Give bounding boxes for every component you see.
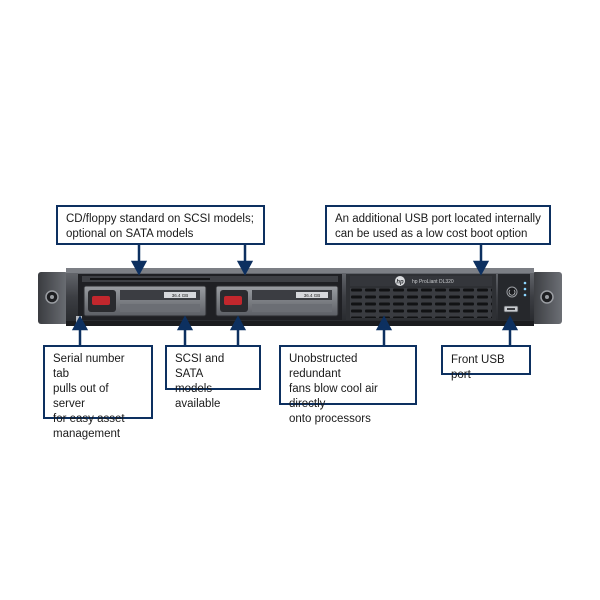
callout-scsi-sata: SCSI and SATA models available xyxy=(165,345,261,410)
fan-grille xyxy=(346,274,496,320)
status-led-icon xyxy=(523,281,527,285)
hp-logo: hp xyxy=(395,276,405,286)
arrow-serial-tab xyxy=(71,315,89,345)
arrow-cd-floppy xyxy=(130,245,148,276)
callout-usb-front: Front USB port xyxy=(441,345,531,381)
model-label: hp ProLiant DL320 xyxy=(412,279,454,285)
callout-cd-floppy: CD/floppy standard on SCSI models; optio… xyxy=(56,205,265,245)
arrow-scsi-sata-2 xyxy=(229,315,247,345)
drive-bay-1[interactable]: 36.4 GB xyxy=(83,285,207,317)
control-panel xyxy=(498,274,530,320)
left-rack-ear xyxy=(38,272,68,324)
hp-logo-text: hp xyxy=(396,280,404,286)
status-led-icon xyxy=(523,287,527,291)
drive-label-1: 36.4 GB xyxy=(172,293,189,298)
arrow-fans xyxy=(375,315,393,345)
arrow-usb-internal xyxy=(472,245,490,276)
arrow-scsi-sata-1 xyxy=(176,315,194,345)
drive-bay-2[interactable]: 36.4 GB xyxy=(215,285,339,317)
arrow-cd-floppy-2 xyxy=(236,245,254,276)
callout-fans: Unobstructed redundant fans blow cool ai… xyxy=(279,345,417,425)
drive-label-2: 36.4 GB xyxy=(304,293,321,298)
callout-serial-tab: Serial number tab pulls out of server fo… xyxy=(43,345,153,440)
arrow-usb-front xyxy=(501,315,519,345)
status-led-icon xyxy=(523,293,527,297)
callout-usb-internal: An additional USB port located internall… xyxy=(325,205,551,245)
right-rack-ear xyxy=(532,272,562,324)
